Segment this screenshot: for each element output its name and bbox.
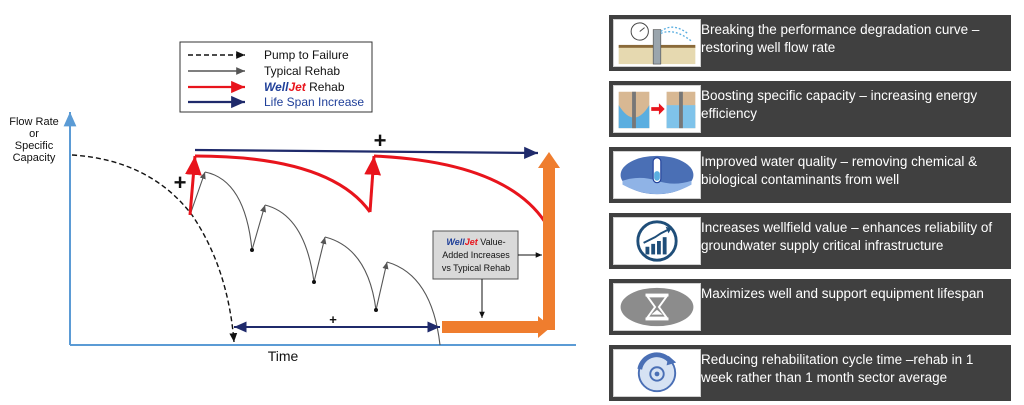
orange-added-value-arrows bbox=[442, 152, 560, 338]
callout-line1: WellJet Value- bbox=[446, 237, 505, 247]
pump-to-failure-curve bbox=[71, 154, 238, 343]
typical-rehab-decay-3 bbox=[324, 236, 377, 311]
typical-rehab-decay-2 bbox=[264, 204, 315, 283]
typical-rehab-decay-1 bbox=[204, 171, 253, 251]
plus-bottom: + bbox=[329, 312, 337, 327]
y-axis-label-line3: Specific bbox=[15, 140, 54, 152]
typical-rehab-point-2 bbox=[312, 280, 316, 284]
y-axis-label: Flow Rate or Specific Capacity bbox=[9, 116, 59, 164]
hourglass-icon bbox=[613, 283, 701, 331]
legend-label-typical-rehab: Typical Rehab bbox=[264, 64, 340, 78]
legend-label-welljet-rehab: WellJet Rehab bbox=[264, 80, 345, 94]
welljet-rehab-curves bbox=[185, 154, 547, 223]
orange-vertical-arrow bbox=[538, 152, 560, 330]
callout-line3: vs Typical Rehab bbox=[442, 263, 510, 273]
legend: Pump to Failure Typical Rehab WellJet Re… bbox=[179, 41, 373, 113]
benefit-text: Breaking the performance degradation cur… bbox=[701, 22, 980, 55]
plus-top: + bbox=[374, 128, 387, 153]
benefit-cycle-time: Reducing rehabilitation cycle time –reha… bbox=[609, 345, 1011, 401]
specific-capacity-icon bbox=[613, 85, 701, 133]
typical-rehab-decay-4 bbox=[386, 261, 441, 346]
callout-brand-jet: Jet bbox=[465, 237, 479, 247]
typical-rehab-points bbox=[250, 248, 378, 312]
typical-rehab-jump-4 bbox=[375, 261, 389, 311]
typical-rehab-point-3 bbox=[374, 308, 378, 312]
benefit-wellfield-value: Increases wellfield value – enhances rel… bbox=[609, 213, 1011, 269]
benefit-text: Reducing rehabilitation cycle time –reha… bbox=[701, 352, 974, 385]
y-axis-label-line1: Flow Rate bbox=[9, 116, 59, 128]
benefit-text: Maximizes well and support equipment lif… bbox=[701, 286, 984, 301]
life-span-increase-arrow bbox=[194, 146, 539, 160]
cycle-gear-icon bbox=[613, 349, 701, 397]
welljet-value-callout: WellJet Value- Added Increases vs Typica… bbox=[432, 230, 542, 318]
typical-rehab-point-1 bbox=[250, 248, 254, 252]
typical-rehab-jump-2 bbox=[251, 204, 267, 251]
callout-box bbox=[432, 230, 519, 280]
rising-chart-icon bbox=[613, 217, 701, 265]
welljet-jump-2 bbox=[364, 155, 382, 213]
benefit-specific-capacity: Boosting specific capacity – increasing … bbox=[609, 81, 1011, 137]
welljet-jump-1 bbox=[185, 155, 202, 216]
benefit-water-quality: Improved water quality – removing chemic… bbox=[609, 147, 1011, 203]
callout-line2: Added Increases bbox=[442, 250, 510, 260]
typical-rehab-jump-3 bbox=[313, 236, 327, 283]
welljet-decay-1 bbox=[194, 154, 372, 213]
benefit-text: Boosting specific capacity – increasing … bbox=[701, 88, 978, 121]
benefit-lifespan: Maximizes well and support equipment lif… bbox=[609, 279, 1011, 335]
well-pump-icon bbox=[613, 19, 701, 67]
y-axis-label-line2: or bbox=[29, 128, 39, 140]
test-tube-icon bbox=[613, 151, 701, 199]
benefit-text: Improved water quality – removing chemic… bbox=[701, 154, 978, 187]
typical-rehab-curves bbox=[189, 171, 441, 346]
y-axis-label-line4: Capacity bbox=[13, 152, 56, 164]
orange-horizontal-arrow bbox=[442, 316, 551, 338]
callout-brand-well: Well bbox=[446, 237, 465, 247]
legend-rehab-suffix: Rehab bbox=[306, 80, 345, 94]
welljet-decay-2 bbox=[373, 154, 547, 223]
legend-brand-jet: Jet bbox=[288, 80, 306, 94]
x-axis-label: Time bbox=[268, 348, 299, 364]
legend-label-life-span-increase: Life Span Increase bbox=[264, 95, 364, 109]
flow-rate-diagram: Pump to Failure Typical Rehab WellJet Re… bbox=[9, 41, 576, 364]
typical-rehab-jump-1 bbox=[189, 171, 206, 216]
legend-brand-well: Well bbox=[264, 80, 289, 94]
callout-line1-suffix: Value- bbox=[478, 237, 506, 247]
plus-left: + bbox=[174, 170, 187, 195]
benefit-text: Increases wellfield value – enhances rel… bbox=[701, 220, 993, 253]
legend-label-pump-to-failure: Pump to Failure bbox=[264, 48, 349, 62]
benefit-restore-flow-rate: Breaking the performance degradation cur… bbox=[609, 15, 1011, 71]
legend-box bbox=[179, 41, 373, 113]
